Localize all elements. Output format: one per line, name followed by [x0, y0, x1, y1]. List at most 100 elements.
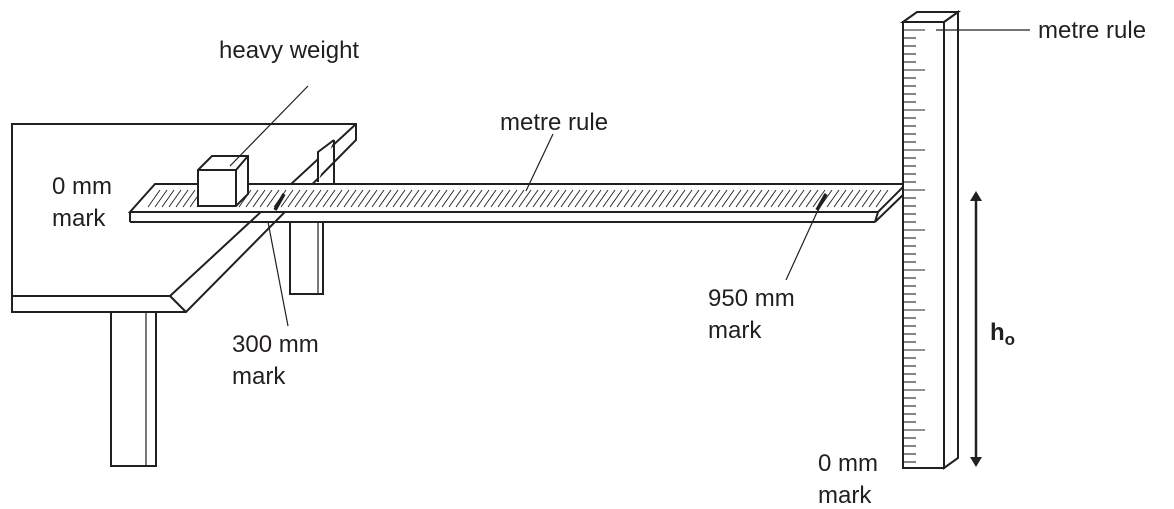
- hatch-line: [427, 189, 441, 208]
- hatch-line: [777, 189, 791, 208]
- hatch-line: [469, 189, 483, 208]
- hatch-line: [245, 189, 259, 208]
- hatch-line: [392, 189, 406, 208]
- hatch-line: [518, 189, 532, 208]
- hatch-line: [476, 189, 490, 208]
- hatch-line: [154, 189, 168, 208]
- vertical-metre-rule: [899, 10, 962, 470]
- hatch-line: [385, 189, 399, 208]
- hatch-line: [637, 189, 651, 208]
- hatch-line: [560, 189, 574, 208]
- hatch-line: [175, 189, 189, 208]
- mark-300mm: [273, 193, 286, 211]
- hatch-line: [658, 189, 672, 208]
- hatch-line: [693, 189, 707, 208]
- height-symbol: h: [990, 319, 1005, 346]
- hatch-line: [756, 189, 770, 208]
- hatch-line: [644, 189, 658, 208]
- hatch-line: [315, 189, 329, 208]
- hatch-line: [665, 189, 679, 208]
- hatch-line: [784, 189, 798, 208]
- hatch-line: [441, 189, 455, 208]
- hatch-line: [364, 189, 378, 208]
- hatch-line: [336, 189, 350, 208]
- label-300mm-2: mark: [232, 363, 286, 390]
- label-metre-rule-horizontal: metre rule: [500, 109, 608, 136]
- hatch-line: [287, 189, 301, 208]
- hatch-line: [672, 189, 686, 208]
- hatch-line: [161, 189, 175, 208]
- hatch-line: [462, 189, 476, 208]
- leader-lines: [229, 29, 1030, 327]
- hatch-line: [735, 189, 749, 208]
- hatch-line: [371, 189, 385, 208]
- hatch-line: [546, 189, 560, 208]
- hatch-line: [847, 189, 861, 208]
- hatch-line: [749, 189, 763, 208]
- hatch-line: [686, 189, 700, 208]
- hatch-line: [420, 189, 434, 208]
- hatch-line: [714, 189, 728, 208]
- hatch-line: [812, 189, 826, 208]
- hatch-line: [525, 189, 539, 208]
- hatch-line: [602, 189, 616, 208]
- label-300mm-1: 300 mm: [232, 331, 319, 358]
- hatch-line: [399, 189, 413, 208]
- horizontal-metre-rule: [127, 183, 909, 223]
- hatch-line: [826, 189, 840, 208]
- hatch-line: [350, 189, 364, 208]
- hatch-line: [651, 189, 665, 208]
- hatch-line: [329, 189, 343, 208]
- hatch-line: [623, 189, 637, 208]
- hatch-line: [609, 189, 623, 208]
- hatch-line: [574, 189, 588, 208]
- vertical-rule-scale: [903, 29, 925, 463]
- hatch-line: [448, 189, 462, 208]
- hatch-line: [581, 189, 595, 208]
- hatch-line: [868, 189, 882, 208]
- hatch-line: [539, 189, 553, 208]
- hatch-line: [679, 189, 693, 208]
- hatch-line: [595, 189, 609, 208]
- label-metre-rule-vertical: metre rule: [1038, 17, 1146, 44]
- label-950mm-1: 950 mm: [708, 285, 795, 312]
- hatch-line: [406, 189, 420, 208]
- hatch-line: [504, 189, 518, 208]
- hatch-line: [497, 189, 511, 208]
- hatch-line: [168, 189, 182, 208]
- hatch-line: [588, 189, 602, 208]
- hatch-line: [434, 189, 448, 208]
- hatch-line: [532, 189, 546, 208]
- hatch-line: [840, 189, 854, 208]
- hatch-line: [413, 189, 427, 208]
- hatch-line: [357, 189, 371, 208]
- vertical-rule-front: [902, 21, 945, 469]
- hatch-line: [483, 189, 497, 208]
- height-subscript: o: [1005, 330, 1015, 349]
- hatch-line: [490, 189, 504, 208]
- vertical-rule-side: [943, 10, 959, 470]
- hatch-line: [854, 189, 868, 208]
- hatch-line: [343, 189, 357, 208]
- hatch-line: [742, 189, 756, 208]
- hatch-line: [182, 189, 196, 208]
- hatch-line: [511, 189, 525, 208]
- hatch-line: [630, 189, 644, 208]
- hatch-line: [805, 189, 819, 208]
- hatch-line: [567, 189, 581, 208]
- label-heavy-weight: heavy weight: [219, 37, 359, 64]
- label-height: ho: [990, 319, 1015, 349]
- hatch-line: [700, 189, 714, 208]
- hatch-line: [294, 189, 308, 208]
- label-zero-mark-vertical-1: 0 mm: [818, 450, 878, 477]
- hatch-line: [455, 189, 469, 208]
- hatch-line: [833, 189, 847, 208]
- hatch-line: [721, 189, 735, 208]
- hatch-line: [763, 189, 777, 208]
- label-zero-mark-vertical-2: mark: [818, 482, 872, 509]
- mark-950mm: [815, 193, 828, 211]
- hatch-line: [728, 189, 742, 208]
- hatch-line: [266, 189, 280, 208]
- hatch-line: [875, 189, 889, 208]
